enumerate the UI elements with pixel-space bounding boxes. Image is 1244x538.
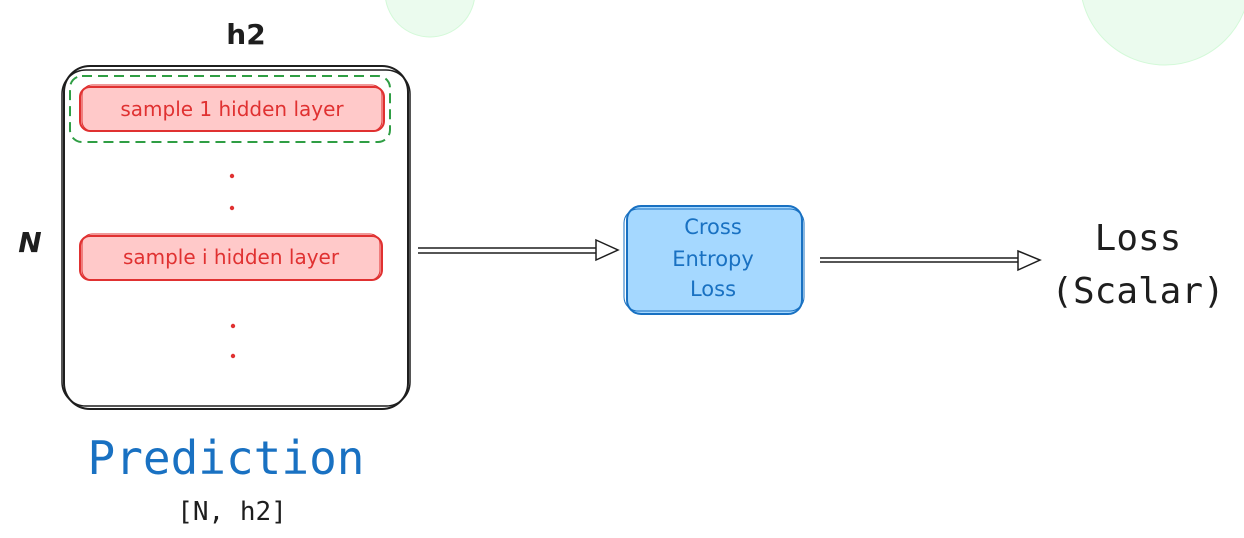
matrix-height-label: N	[18, 226, 41, 259]
matrix-title: Prediction	[88, 431, 365, 485]
output-label-line-2: (Scalar)	[1051, 271, 1224, 312]
matrix-width-label: h2	[226, 18, 265, 51]
row-ellipsis-upper	[229, 173, 235, 211]
matrix-row-1-label: sample 1 hidden layer	[120, 97, 344, 121]
matrix-row-i: sample i hidden layer	[79, 233, 383, 281]
loss-box-line-1: Cross	[684, 215, 742, 239]
matrix-shape-label: [N, h2]	[177, 497, 287, 527]
row-ellipsis-lower	[230, 323, 236, 359]
decor-circle-left	[385, 0, 475, 38]
decor-circle-right	[1081, 0, 1244, 66]
row-highlight-outline	[69, 75, 391, 143]
matrix-row-i-label: sample i hidden layer	[123, 245, 340, 269]
matrix-container	[61, 65, 411, 410]
arrow-to-output	[820, 249, 1042, 272]
cross-entropy-loss-box: Cross Entropy Loss	[623, 205, 805, 315]
loss-box-line-2: Entropy	[672, 247, 754, 271]
loss-box-line-3: Loss	[690, 277, 736, 301]
output-label-line-1: Loss	[1095, 218, 1182, 259]
matrix-row-1: sample 1 hidden layer	[79, 84, 385, 132]
arrow-to-loss	[418, 238, 620, 262]
